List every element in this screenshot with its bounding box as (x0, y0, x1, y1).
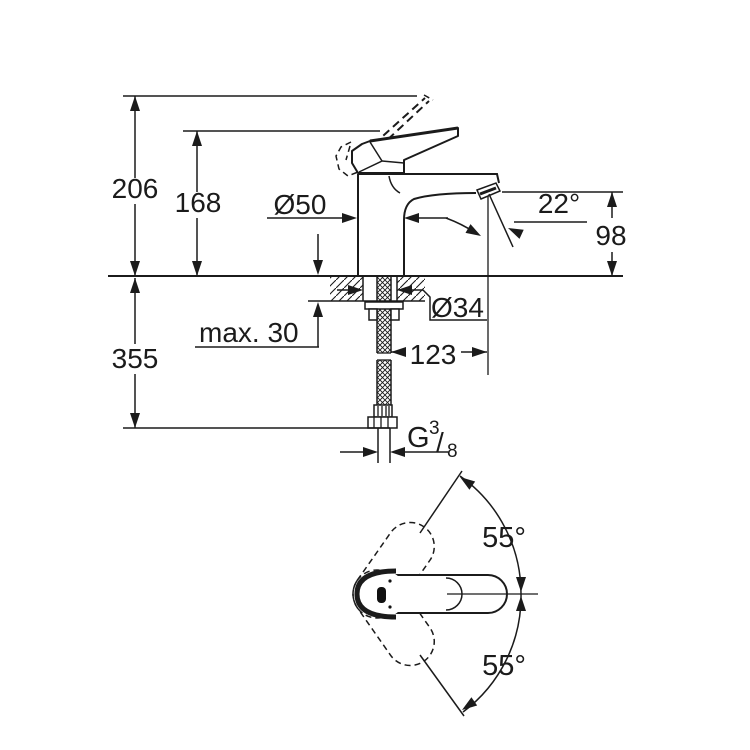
dim-swivel-up: 55° (419, 470, 526, 595)
mounting-washer (364, 301, 404, 310)
label-body-diameter: Ø50 (274, 189, 327, 220)
label-swivel-up: 55° (482, 522, 526, 554)
label-spout-angle: 22° (538, 188, 580, 219)
label-outlet-height: 98 (595, 220, 626, 251)
dim-hole-diameter: Ø34 (337, 285, 487, 323)
connection-nut (367, 416, 398, 429)
handle-plan-view (354, 568, 538, 620)
side-view: 206 168 355 Ø50 (108, 94, 627, 463)
label-deck-thickness: max. 30 (199, 317, 299, 348)
handle-lever (351, 126, 459, 174)
dim-total-height: 206 (112, 95, 417, 276)
countertop-section (108, 275, 623, 302)
body-cap (354, 568, 397, 620)
dim-outlet-height: 98 (502, 191, 627, 276)
top-view: 55° 55° (352, 470, 538, 717)
label-total-height: 206 (112, 173, 159, 204)
faucet-body (357, 173, 502, 276)
spout-underside (403, 192, 477, 276)
hose-assembly (364, 276, 404, 463)
dim-body-diameter: Ø50 (267, 189, 484, 241)
dim-reach: 123 (391, 339, 487, 370)
dim-spout-angle: 22° (505, 188, 587, 239)
label-hole-diameter: Ø34 (431, 292, 484, 323)
label-thread-g: G (407, 422, 430, 454)
mounting-nut-right (390, 308, 400, 321)
handle-marker (377, 587, 386, 603)
dim-lever-height: 168 (175, 130, 380, 276)
label-thread-slash: / (436, 427, 444, 458)
body-top-edge (358, 173, 500, 184)
label-lever-height: 168 (175, 187, 222, 218)
braided-hose (377, 276, 391, 405)
dim-thread: G 3 / 8 (340, 418, 458, 462)
mounting-nut-left (368, 308, 378, 321)
label-thread-den: 8 (447, 441, 458, 462)
dim-deck-thickness: max. 30 (195, 234, 323, 348)
spout-inner-accent (388, 175, 401, 194)
label-reach: 123 (410, 339, 457, 370)
label-install-length: 355 (112, 343, 159, 374)
dim-install-length: 355 (112, 278, 390, 429)
dim-swivel-down: 55° (419, 593, 526, 717)
stream-reference-lines (487, 193, 514, 375)
label-thread-num: 3 (429, 418, 440, 439)
label-swivel-down: 55° (482, 650, 526, 682)
stream-angle-line (488, 193, 514, 248)
